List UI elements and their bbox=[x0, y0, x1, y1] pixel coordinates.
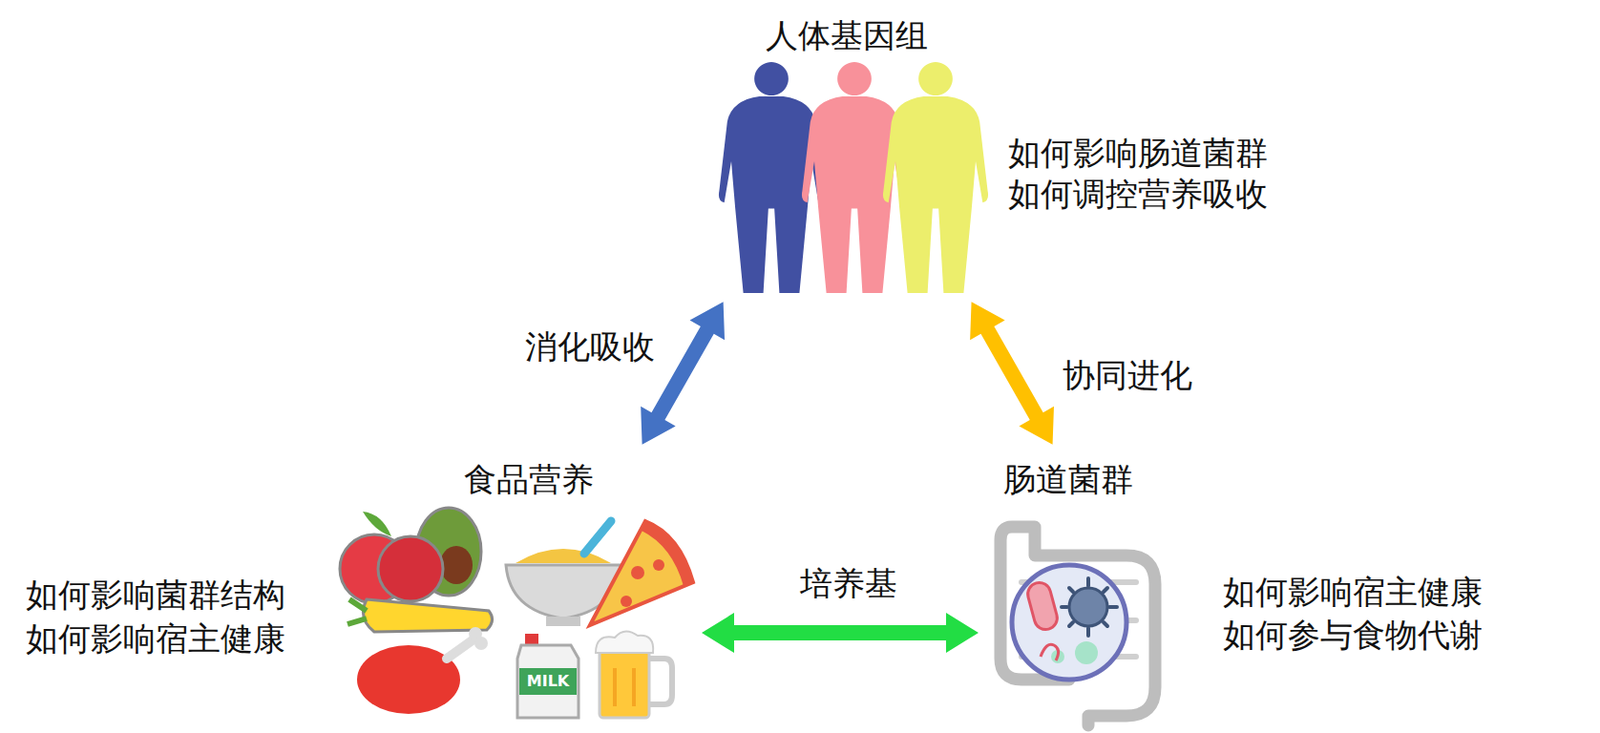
microbiota-node: 肠道菌群如何影响宿主健康如何参与食物代谢 bbox=[983, 448, 1189, 728]
node-heading: 食品营养 bbox=[463, 460, 594, 500]
edge-label: 消化吸收 bbox=[522, 327, 658, 367]
edge-label: 培养基 bbox=[797, 564, 901, 604]
apple bbox=[378, 536, 443, 602]
double-arrow bbox=[701, 612, 979, 653]
spoon bbox=[584, 521, 611, 554]
bowl-base bbox=[546, 616, 581, 627]
beer-mug bbox=[599, 645, 650, 718]
note-text: 如何参与食物代谢 bbox=[1222, 615, 1483, 655]
note-text: 如何影响宿主健康 bbox=[25, 619, 286, 659]
double-arrow bbox=[969, 301, 1054, 444]
note-text: 如何影响宿主健康 bbox=[1222, 572, 1483, 612]
note-text: 如何影响菌群结构 bbox=[25, 575, 286, 615]
apple-leaf bbox=[362, 511, 392, 537]
edge-label: 协同进化 bbox=[1059, 356, 1196, 396]
mug-handle bbox=[649, 658, 673, 705]
chicken-bone bbox=[446, 639, 474, 659]
gut-icon bbox=[1000, 526, 1156, 726]
human-figures bbox=[718, 62, 989, 294]
milk-label-band bbox=[519, 668, 577, 695]
bacterium bbox=[1025, 580, 1060, 633]
node-heading: 肠道菌群 bbox=[1003, 460, 1134, 500]
pizza-crust bbox=[641, 521, 694, 587]
food-icons bbox=[339, 507, 694, 718]
genome-node: 人体基因组如何影响肠道菌群如何调控营养吸收 bbox=[706, 9, 993, 298]
milk-carton bbox=[517, 645, 579, 718]
intestine-outline bbox=[1000, 526, 1156, 726]
node-heading: 人体基因组 bbox=[765, 16, 928, 56]
note-text: 如何调控营养吸收 bbox=[1008, 174, 1268, 214]
package-label: MILK bbox=[526, 672, 569, 691]
magnifier bbox=[1011, 565, 1127, 680]
beer-foam bbox=[595, 631, 653, 653]
human-figure bbox=[883, 62, 989, 294]
carrot bbox=[362, 599, 492, 632]
virus bbox=[1069, 588, 1108, 627]
bowl-food bbox=[515, 548, 611, 564]
avocado-pit bbox=[440, 546, 473, 585]
carrot-leaves bbox=[347, 599, 367, 625]
pizza-slice bbox=[589, 521, 694, 626]
food-node: 食品营养如何影响菌群结构如何影响宿主健康 bbox=[348, 448, 697, 722]
double-arrow bbox=[640, 301, 725, 444]
note-text: 如何影响肠道菌群 bbox=[1008, 133, 1268, 173]
milk-cap bbox=[525, 633, 539, 646]
